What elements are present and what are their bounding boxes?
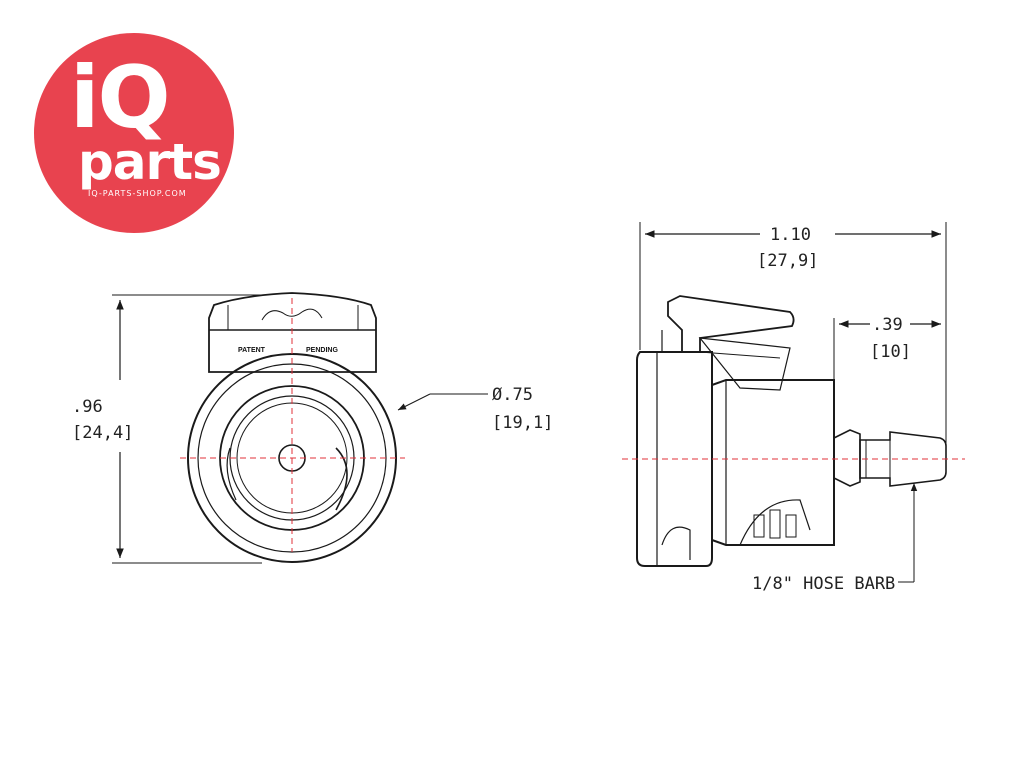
front-diameter-mm: [19,1] <box>492 413 553 433</box>
side-front-flange <box>636 351 713 567</box>
iq-parts-logo: iQ parts IQ-PARTS-SHOP.COM <box>34 33 234 233</box>
brand-mark-swoosh <box>261 308 323 321</box>
logo-text-iq: iQ <box>70 48 171 148</box>
side-main-body <box>711 379 835 546</box>
logo-text-parts: parts <box>78 133 222 191</box>
side-latch <box>667 295 795 353</box>
front-centerlines <box>180 298 405 552</box>
side-length-mm: [27,9] <box>757 251 818 271</box>
barb-length-mm: [10] <box>870 342 911 362</box>
front-height-inch: .96 <box>72 397 103 417</box>
pending-marking: PENDING <box>306 347 338 354</box>
patent-marking: PATENT <box>238 347 266 354</box>
logo-url: IQ-PARTS-SHOP.COM <box>88 189 187 198</box>
front-diameter-inch: Ø.75 <box>492 385 533 405</box>
side-view <box>636 222 947 583</box>
side-length-inch: 1.10 <box>770 225 811 245</box>
front-latch-block <box>208 292 377 373</box>
hose-barb-label: 1/8" HOSE BARB <box>752 574 895 594</box>
front-height-mm: [24,4] <box>72 423 133 443</box>
barb-length-inch: .39 <box>872 315 903 335</box>
hose-barb <box>833 429 861 487</box>
front-view <box>112 292 488 564</box>
